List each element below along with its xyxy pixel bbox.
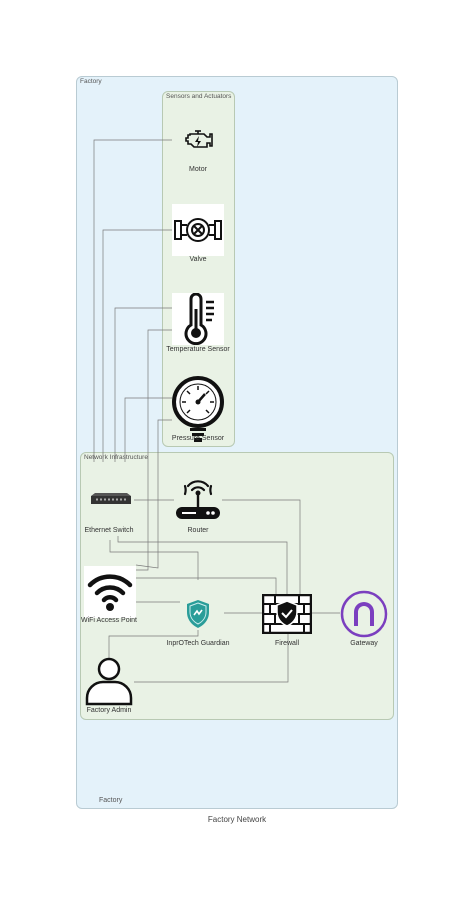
network-group-title: Network Infrastructure — [84, 454, 148, 461]
shield-icon — [187, 600, 209, 628]
firewall-icon — [262, 594, 312, 634]
motor-label: Motor — [189, 166, 207, 173]
edge-admin-firewall — [134, 634, 289, 683]
factory-group-footer: Factory — [99, 797, 123, 804]
router-icon — [176, 480, 220, 519]
pressure-sensor-label: Pressure Sensor — [171, 435, 225, 442]
edge-temperature — [114, 307, 172, 462]
pressure-gauge-icon — [172, 376, 224, 442]
edge-switch-firewall — [117, 536, 288, 594]
diagram-caption: Factory Network — [207, 815, 267, 824]
sensors-group-title: Sensors and Actuators — [166, 93, 232, 100]
edge-valve — [102, 229, 172, 462]
edge-pressure — [124, 397, 172, 462]
engine-icon — [185, 130, 213, 148]
valve-icon — [172, 204, 224, 256]
edge-admin-guardian — [108, 630, 199, 660]
edge-router-firewall — [222, 499, 301, 594]
temperature-sensor-label: Temperature Sensor — [166, 346, 230, 353]
gateway-icon — [340, 590, 388, 638]
factory-admin-label: Factory Admin — [86, 707, 132, 714]
gateway-label: Gateway — [350, 640, 378, 647]
edge-switch-guardian — [109, 540, 199, 580]
firewall-label: Firewall — [274, 640, 300, 647]
user-icon — [85, 657, 133, 706]
factory-group-title: Factory — [80, 78, 102, 85]
edge-pressure-wifi — [135, 419, 172, 569]
thermometer-icon — [172, 293, 224, 345]
edge-wifi-firewall — [136, 577, 277, 594]
ethernet-switch-label: Ethernet Switch — [84, 527, 134, 534]
valve-label: Valve — [189, 256, 207, 263]
wifi-access-point-label: WiFi Access Point — [80, 617, 138, 624]
edge-motor — [93, 139, 172, 462]
edge-temperature-wifi — [136, 329, 172, 571]
wifi-icon — [84, 566, 136, 618]
router-label: Router — [187, 527, 209, 534]
inprotech-guardian-label: InprOTech Guardian — [166, 640, 230, 647]
network-switch-icon — [91, 493, 131, 504]
